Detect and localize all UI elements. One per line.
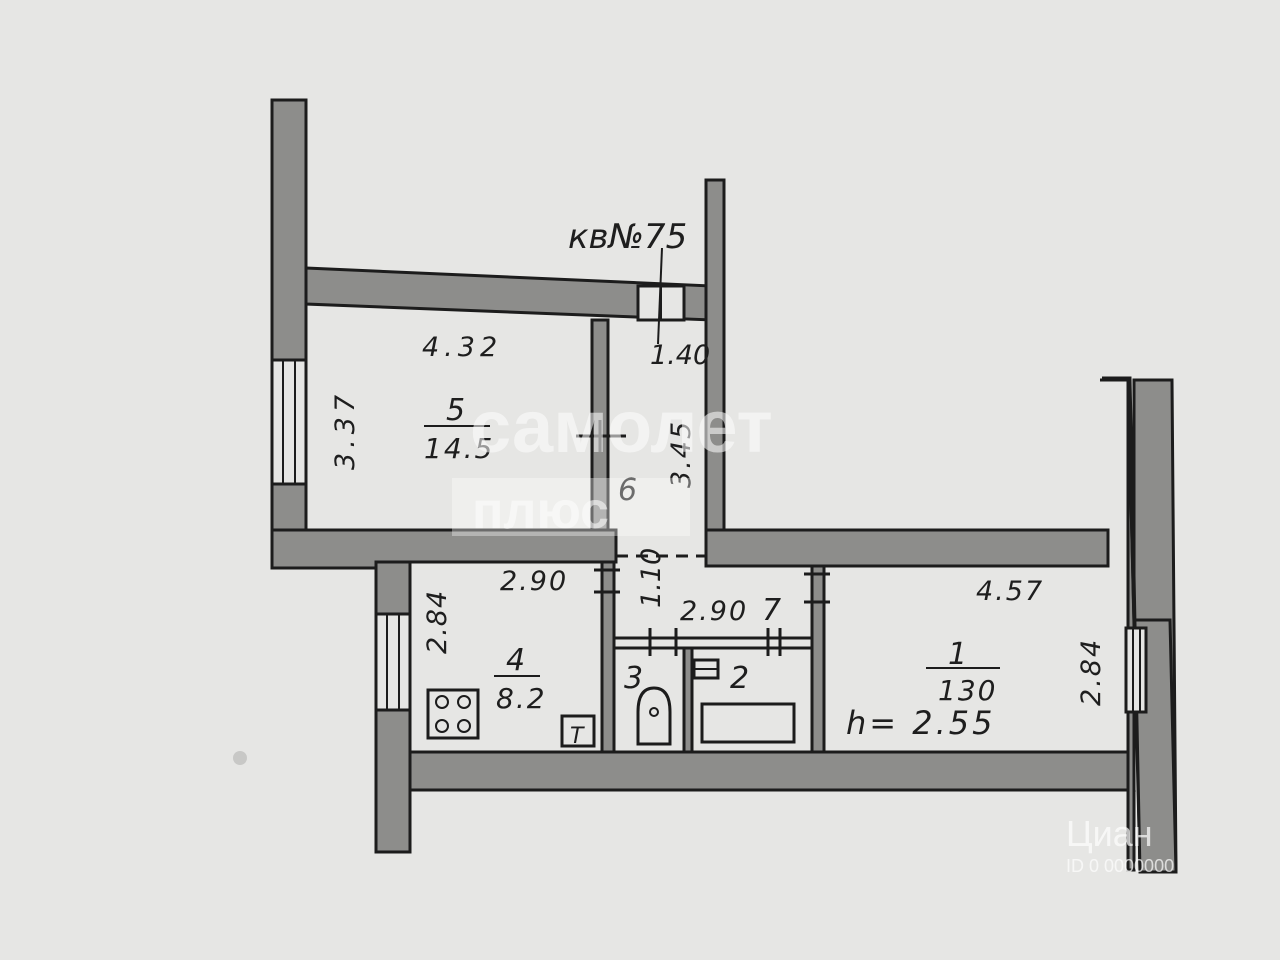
bathtub-icon xyxy=(700,702,796,744)
watermark-brand-box xyxy=(452,478,690,536)
labels: кв№75 4.32 3.37 5 14.5 1.40 3.45 6 2.90 … xyxy=(330,217,1107,742)
room7-width: 2.90 xyxy=(680,596,748,627)
heater-label: T xyxy=(570,724,585,749)
paper-smudge xyxy=(233,751,247,765)
window-room1 xyxy=(1124,626,1148,714)
wall-partition-wc xyxy=(682,646,694,754)
room1-area: 130 xyxy=(938,674,997,707)
wall-bottom xyxy=(408,750,1136,792)
room4-number: 4 xyxy=(506,643,525,678)
room1-number: 1 xyxy=(948,637,967,672)
room5-area: 14.5 xyxy=(424,432,494,465)
room4-area: 8.2 xyxy=(496,682,547,715)
room1-width: 4.57 xyxy=(976,576,1044,607)
wall-partition-room1 xyxy=(810,564,826,754)
room5-depth: 3.37 xyxy=(330,390,361,470)
room4-width: 2.90 xyxy=(500,566,568,597)
label-leader xyxy=(657,247,663,345)
room4-depth: 2.84 xyxy=(422,590,453,654)
wall-right-column xyxy=(1102,376,1178,874)
stove-icon xyxy=(426,688,480,740)
heater-icon xyxy=(560,714,596,748)
room6-number: 6 xyxy=(618,473,637,508)
toilet-icon xyxy=(636,686,672,746)
room5-number: 5 xyxy=(446,393,465,428)
room2-number: 2 xyxy=(730,661,749,696)
room7-number: 7 xyxy=(762,593,781,628)
watermark-brand-top: самолет xyxy=(470,385,773,468)
kitchen-fixtures: T xyxy=(426,688,596,749)
bathroom-block xyxy=(614,628,812,746)
room6-width: 1.40 xyxy=(650,340,710,371)
window-room5 xyxy=(270,358,308,486)
room3-number: 3 xyxy=(624,661,643,696)
room1-depth: 2.84 xyxy=(1076,638,1107,706)
watermark-source-id: ID 0 0000000 xyxy=(1066,856,1174,876)
watermark-brand-bottom: плюс xyxy=(472,482,609,540)
room7-depth: 1.10 xyxy=(636,548,667,608)
window-kitchen xyxy=(374,612,412,712)
watermark-source: Циан xyxy=(1066,813,1153,854)
windows xyxy=(270,358,1148,714)
apartment-label: кв№75 xyxy=(568,217,687,257)
wall-top-room1 xyxy=(704,528,1110,568)
wall-partition-kitchen xyxy=(600,560,616,754)
watermarks: самолет плюс Циан ID 0 0000000 xyxy=(452,385,1174,876)
ceiling-height: h= 2.55 xyxy=(846,704,996,742)
room6-depth: 3.45 xyxy=(666,420,697,488)
room5-width: 4.32 xyxy=(422,332,502,363)
